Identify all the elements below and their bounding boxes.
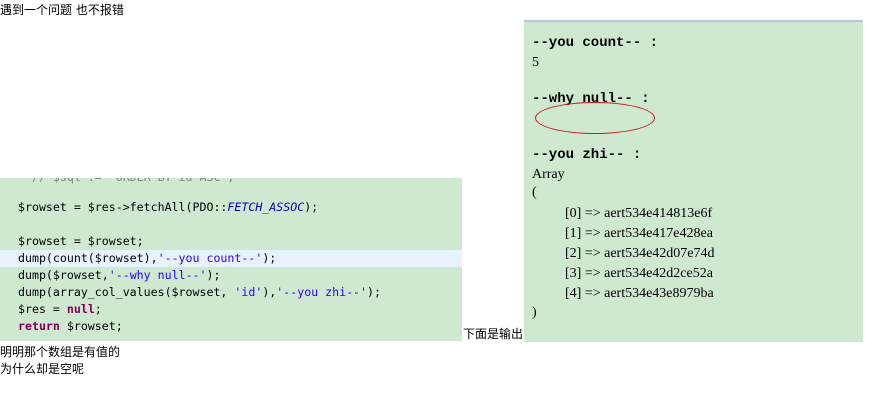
code-line-assign: $rowset = $rowset; — [18, 234, 144, 248]
code-line-dump-rowset: dump($rowset,'--why null--'); — [18, 268, 221, 282]
code-line-return: return $rowset; — [18, 319, 123, 333]
code-line-res-null: $res = null; — [18, 302, 102, 316]
array-item: [1] => aert534e417e428ea — [565, 226, 713, 241]
code-line-dump-count: dump(count($rowset),'--you count--'); — [0, 250, 462, 267]
output-screenshot: --you count-- : 5 --why null-- : --you z… — [524, 20, 863, 342]
note-line-2: 为什么却是空呢 — [0, 362, 85, 376]
code-line-cut: // $sql .= "ORDER BY id ASC"; — [0, 178, 462, 186]
note-line-1: 明明那个数组是有值的 — [0, 345, 121, 359]
intro-text: 遇到一个问题 也不报错 — [0, 3, 124, 17]
array-item: [4] => aert534e43e8979ba — [565, 286, 714, 301]
array-close-paren: ) — [532, 305, 537, 320]
red-circle-annotation — [535, 102, 655, 134]
code-screenshot: // $sql .= "ORDER BY id ASC"; $rowset = … — [0, 178, 462, 341]
code-line-fetchall: $rowset = $res->fetchAll(PDO::FETCH_ASSO… — [18, 200, 319, 214]
zhi-label: --you zhi-- : — [532, 147, 642, 163]
array-open-paren: ( — [532, 185, 537, 200]
array-item: [0] => aert534e414813e6f — [565, 206, 713, 221]
array-word: Array — [532, 167, 565, 182]
code-line-dump-colvalues: dump(array_col_values($rowset, 'id'),'--… — [18, 285, 381, 299]
count-value: 5 — [532, 55, 539, 70]
count-label: --you count-- : — [532, 35, 659, 51]
array-item: [3] => aert534e42d2ce52a — [565, 266, 713, 281]
array-item: [2] => aert534e42d07e74d — [565, 246, 715, 261]
output-caption: 下面是输出 — [463, 327, 524, 341]
fetch-constant: FETCH_ASSOC — [227, 200, 305, 214]
